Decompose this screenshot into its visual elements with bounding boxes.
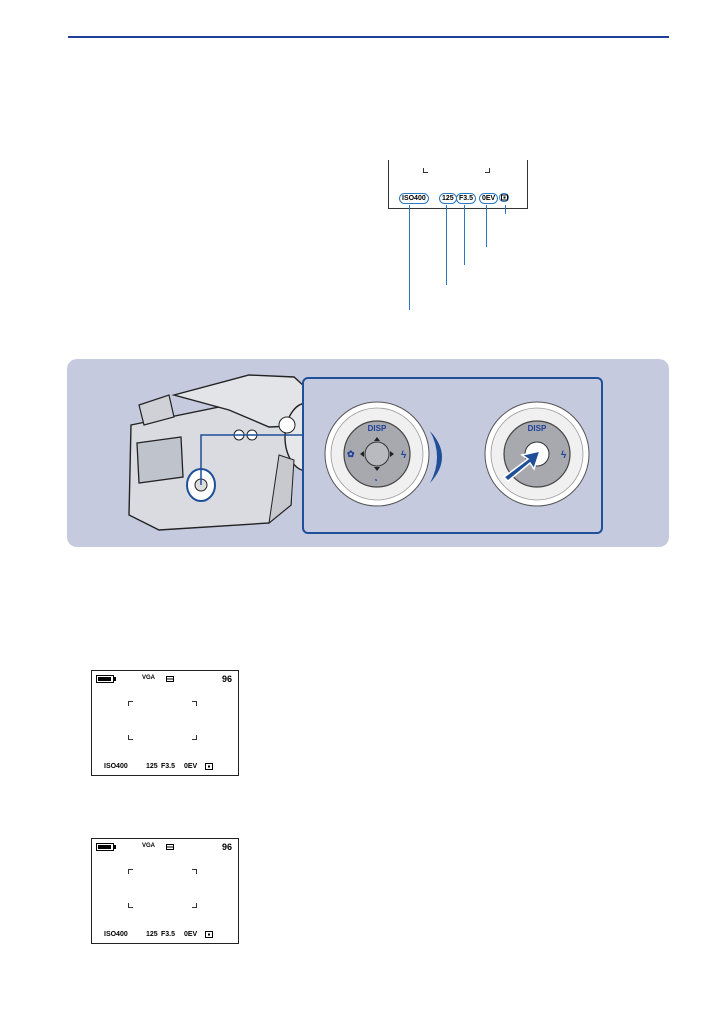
iso-value: ISO400	[104, 931, 128, 938]
control-dial-rotate: DISP ✿ ϟ ◔	[324, 401, 430, 507]
image-size-icon: VGA	[142, 675, 156, 681]
ev-callout-line	[486, 205, 487, 247]
metering-icon	[205, 763, 213, 770]
aperture-value: F3.5	[161, 931, 176, 938]
iso-value: ISO400	[104, 763, 128, 770]
dial-detail-box: DISP ✿ ϟ ◔ DISP ϟ	[302, 377, 603, 534]
disp-label: DISP	[368, 424, 387, 433]
shots-remaining: 96	[221, 842, 232, 852]
lcd-screen-1: VGA 96 ISO400 125 F3.5 0EV	[91, 670, 239, 776]
svg-text:ϟ: ϟ	[401, 450, 407, 461]
control-dial-press: DISP ϟ	[484, 401, 590, 507]
shutter-value: 125	[146, 763, 158, 770]
ev-value: 0EV	[184, 763, 198, 770]
svg-text:◔: ◔	[373, 476, 378, 485]
shutter-indicator: 125	[439, 193, 457, 204]
af-frame-corner	[485, 168, 490, 173]
ev-value: 0EV	[184, 931, 198, 938]
svg-text:ϟ: ϟ	[561, 450, 567, 461]
lcd-screen-2: VGA 96 ISO400 125 F3.5 0EV	[91, 838, 239, 944]
ev-indicator: 0EV	[479, 193, 499, 204]
af-frame-corner	[192, 701, 197, 706]
quality-icon	[166, 844, 174, 850]
shutter-value: 125	[146, 931, 158, 938]
aperture-callout-line	[464, 205, 465, 265]
iso-callout-line	[409, 205, 410, 310]
shots-remaining: 96	[221, 674, 232, 684]
rotate-arrow-icon	[430, 431, 442, 483]
aperture-indicator: F3.5	[456, 193, 477, 204]
viewfinder-diagram: ISO400 125 F3.5 0EV	[388, 160, 528, 209]
header-rule	[68, 36, 669, 38]
af-frame-corner	[128, 903, 133, 908]
svg-text:✿: ✿	[347, 449, 355, 459]
aperture-value: F3.5	[161, 763, 176, 770]
metering-icon	[205, 931, 213, 938]
metering-callout-line	[505, 205, 506, 214]
af-frame-corner	[192, 903, 197, 908]
disp-label: DISP	[528, 424, 547, 433]
press-arrow-icon	[502, 449, 542, 483]
quality-icon	[166, 676, 174, 682]
af-frame-corner	[423, 168, 428, 173]
af-frame-corner	[128, 735, 133, 740]
af-frame-corner	[192, 869, 197, 874]
battery-icon	[96, 675, 116, 683]
af-frame-corner	[128, 869, 133, 874]
battery-icon	[96, 843, 116, 851]
af-frame-corner	[128, 701, 133, 706]
image-size-icon: VGA	[142, 843, 156, 849]
metering-icon	[499, 193, 509, 202]
shutter-callout-line	[446, 205, 447, 285]
iso-indicator: ISO400	[399, 193, 429, 204]
af-frame-corner	[192, 735, 197, 740]
